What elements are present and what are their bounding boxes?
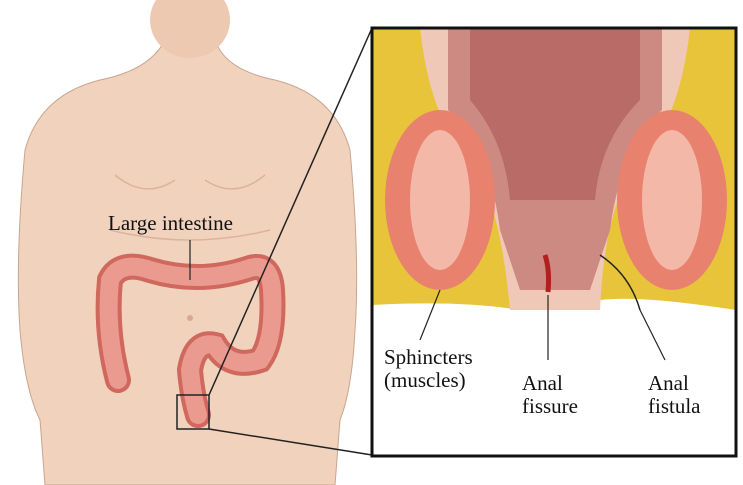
label-fissure-line2: fissure — [522, 394, 578, 418]
label-anal-fistula: Anal fistula — [648, 372, 701, 418]
label-sphincters-line2: (muscles) — [384, 368, 466, 392]
zoom-source-box — [176, 394, 210, 430]
label-large-intestine: Large intestine — [108, 211, 233, 235]
large-intestine-illustration — [95, 253, 286, 428]
zoom-connector-top — [208, 27, 373, 396]
inset-frame — [370, 26, 738, 458]
label-anal-fissure: Anal fissure — [522, 372, 578, 418]
label-sphincters: Sphincters (muscles) — [384, 346, 473, 392]
label-fissure-line1: Anal — [522, 371, 563, 395]
label-fistula-line2: fistula — [648, 394, 701, 418]
label-sphincters-line1: Sphincters — [384, 345, 473, 369]
anal-canal-inset — [370, 26, 738, 458]
label-fistula-line1: Anal — [648, 371, 689, 395]
zoom-connector-bottom — [208, 428, 373, 456]
